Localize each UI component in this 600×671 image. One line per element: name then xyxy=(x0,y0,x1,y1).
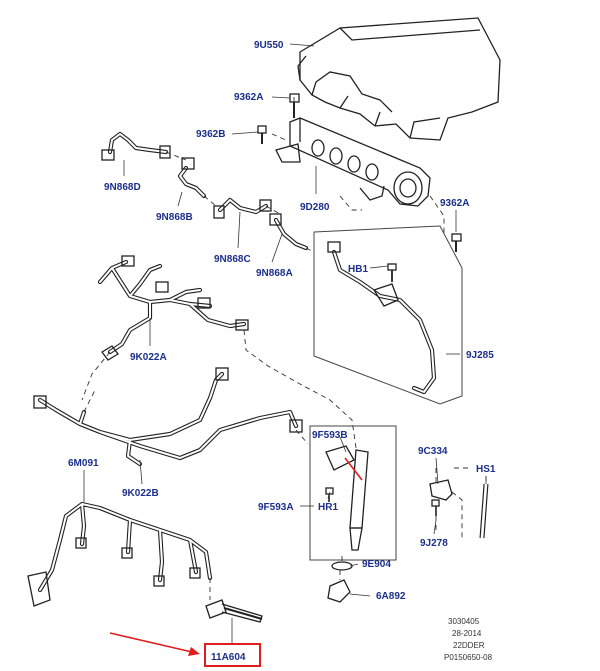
highlight-callout xyxy=(109,632,261,667)
label-bolt-top: 9362A xyxy=(234,92,263,103)
bolt-9362A-right xyxy=(451,233,462,252)
label-leak-hose-upper: 9K022A xyxy=(130,352,167,363)
label-clamp: 9F593A xyxy=(258,502,294,513)
sensor xyxy=(429,479,453,516)
label-pipe-1: 9N868D xyxy=(104,182,141,193)
label-stud: HS1 xyxy=(476,464,496,475)
injector-group xyxy=(309,425,397,603)
label-pipe-2: 9N868B xyxy=(156,212,193,223)
label-bolt-left: 9362B xyxy=(196,129,225,140)
leak-hose-lower xyxy=(33,367,303,467)
glow-plug xyxy=(205,599,263,623)
meta-line-2: 28-2014 xyxy=(452,629,482,638)
label-fuel-rail: 9D280 xyxy=(300,202,330,213)
label-injector-seal: 6A892 xyxy=(376,591,406,602)
label-clamp-group: 9F593B xyxy=(312,430,348,441)
leader-lines xyxy=(83,43,487,644)
engine-cover xyxy=(297,17,501,141)
label-washer: 9E904 xyxy=(362,559,391,570)
label-sensor: 9C334 xyxy=(418,446,448,457)
injector-pipe-d xyxy=(101,131,171,161)
part-labels: 9U550 9362A 9362B 9D280 9362A 9N868D 9N8… xyxy=(68,40,496,663)
bolt-9362B xyxy=(257,125,267,144)
label-sensor-bolt: 9J278 xyxy=(420,538,448,549)
bolt-9362A-top xyxy=(289,93,300,118)
assembly-lines xyxy=(81,94,487,600)
label-glow-plug: 11A604 xyxy=(211,652,246,663)
label-return-hose: 9J285 xyxy=(466,350,494,361)
stud xyxy=(479,483,489,539)
reference-block: 3030405 28-2014 22DDER P0150650-08 xyxy=(444,617,493,662)
meta-line-3: 22DDER xyxy=(453,641,485,650)
return-hose-box xyxy=(313,225,463,405)
label-cover: 9U550 xyxy=(254,40,284,51)
meta-line-1: 3030405 xyxy=(448,617,480,626)
injector-pipe-c xyxy=(213,197,272,219)
label-pipe-3: 9N868C xyxy=(214,254,251,265)
label-clamp-bolt: HR1 xyxy=(318,502,338,513)
label-bracket: HB1 xyxy=(348,264,368,275)
leak-hose-upper xyxy=(97,255,249,361)
injector-pipe-a xyxy=(269,213,309,251)
label-bolt-right: 9362A xyxy=(440,198,469,209)
label-harness: 6M091 xyxy=(68,458,99,469)
injector-pipe-b xyxy=(177,157,207,199)
fuel-rail xyxy=(275,117,431,207)
glow-plug-harness xyxy=(27,501,213,607)
meta-line-4: P0150650-08 xyxy=(444,653,493,662)
label-pipe-4: 9N868A xyxy=(256,268,293,279)
label-leak-hose-lower: 9K022B xyxy=(122,488,159,499)
